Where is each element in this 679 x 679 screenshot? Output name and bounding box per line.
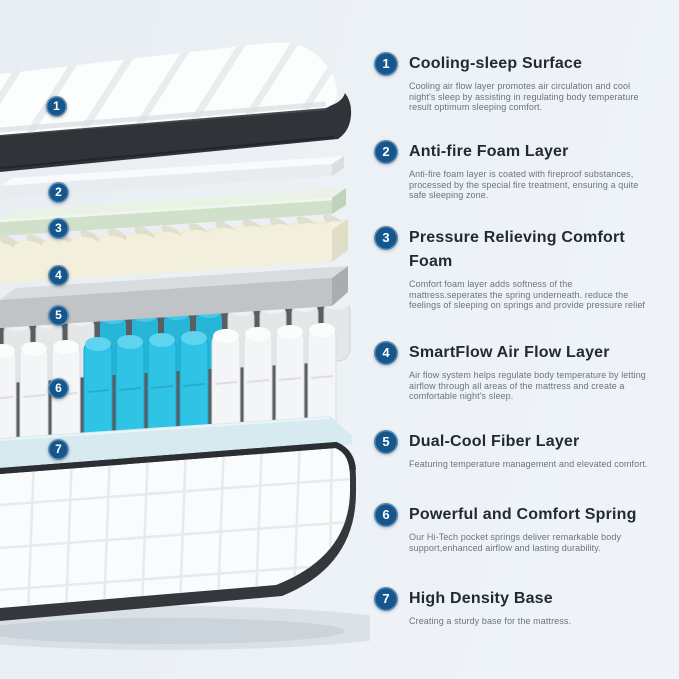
feature-title: Cooling-sleep Surface (409, 55, 583, 72)
cooling-top-layer (0, 42, 352, 172)
feature-title: Anti-fire Foam Layer (409, 143, 569, 160)
spring-front-row (0, 323, 337, 454)
feature-number-badge: 3 (374, 226, 398, 250)
feature-title: Powerful and Comfort Spring (409, 506, 637, 523)
feature-description: Anti-fire foam layer is coated with fire… (409, 169, 639, 200)
feature-description: Cooling air flow layer promotes air circ… (409, 81, 639, 112)
feature-description: Featuring temperature management and ele… (409, 459, 648, 469)
feature-item-5: 5 Dual-Cool Fiber Layer Featuring temper… (374, 430, 674, 470)
diagram-badge-2: 2 (48, 182, 69, 203)
feature-description: Comfort foam layer adds softness of the … (409, 279, 646, 310)
pocket-spring-layer (0, 298, 351, 455)
feature-title: Pressure Relieving Comfort Foam (409, 229, 625, 270)
thin-white-slab (0, 156, 344, 198)
feature-number-badge: 7 (374, 587, 398, 611)
diagram-badge-6: 6 (48, 378, 69, 399)
feature-number-badge: 5 (374, 430, 398, 454)
feature-item-2: 2 Anti-fire Foam Layer Anti-fire foam la… (374, 140, 674, 201)
feature-item-4: 4 SmartFlow Air Flow Layer Air flow syst… (374, 341, 674, 402)
diagram-badge-1: 1 (46, 96, 67, 117)
feature-number-badge: 1 (374, 52, 398, 76)
feature-item-7: 7 High Density Base Creating a sturdy ba… (374, 587, 674, 627)
diagram-badge-3: 3 (48, 218, 69, 239)
diagram-badge-5: 5 (48, 305, 69, 326)
feature-title: SmartFlow Air Flow Layer (409, 344, 610, 361)
feature-description: Creating a sturdy base for the mattress. (409, 616, 572, 626)
feature-title: Dual-Cool Fiber Layer (409, 433, 580, 450)
feature-item-1: 1 Cooling-sleep Surface Cooling air flow… (374, 52, 674, 113)
feature-description: Air flow system helps regulate body temp… (409, 370, 646, 401)
dual-cool-fiber-slab (0, 266, 348, 328)
floor-shadow (0, 606, 370, 650)
feature-description: Our Hi-Tech pocket springs deliver remar… (409, 532, 622, 553)
feature-item-6: 6 Powerful and Comfort Spring Our Hi-Tec… (374, 503, 674, 553)
feature-title: High Density Base (409, 590, 553, 607)
feature-item-3: 3 Pressure Relieving Comfort Foam Comfor… (374, 226, 674, 311)
diagram-badge-7: 7 (48, 439, 69, 460)
anti-fire-foam-slab (0, 188, 346, 236)
diagram-badge-4: 4 (48, 265, 69, 286)
feature-number-badge: 6 (374, 503, 398, 527)
feature-number-badge: 2 (374, 140, 398, 164)
feature-number-badge: 4 (374, 341, 398, 365)
high-density-base (0, 441, 356, 621)
quilt-edge-shade (0, 101, 327, 133)
